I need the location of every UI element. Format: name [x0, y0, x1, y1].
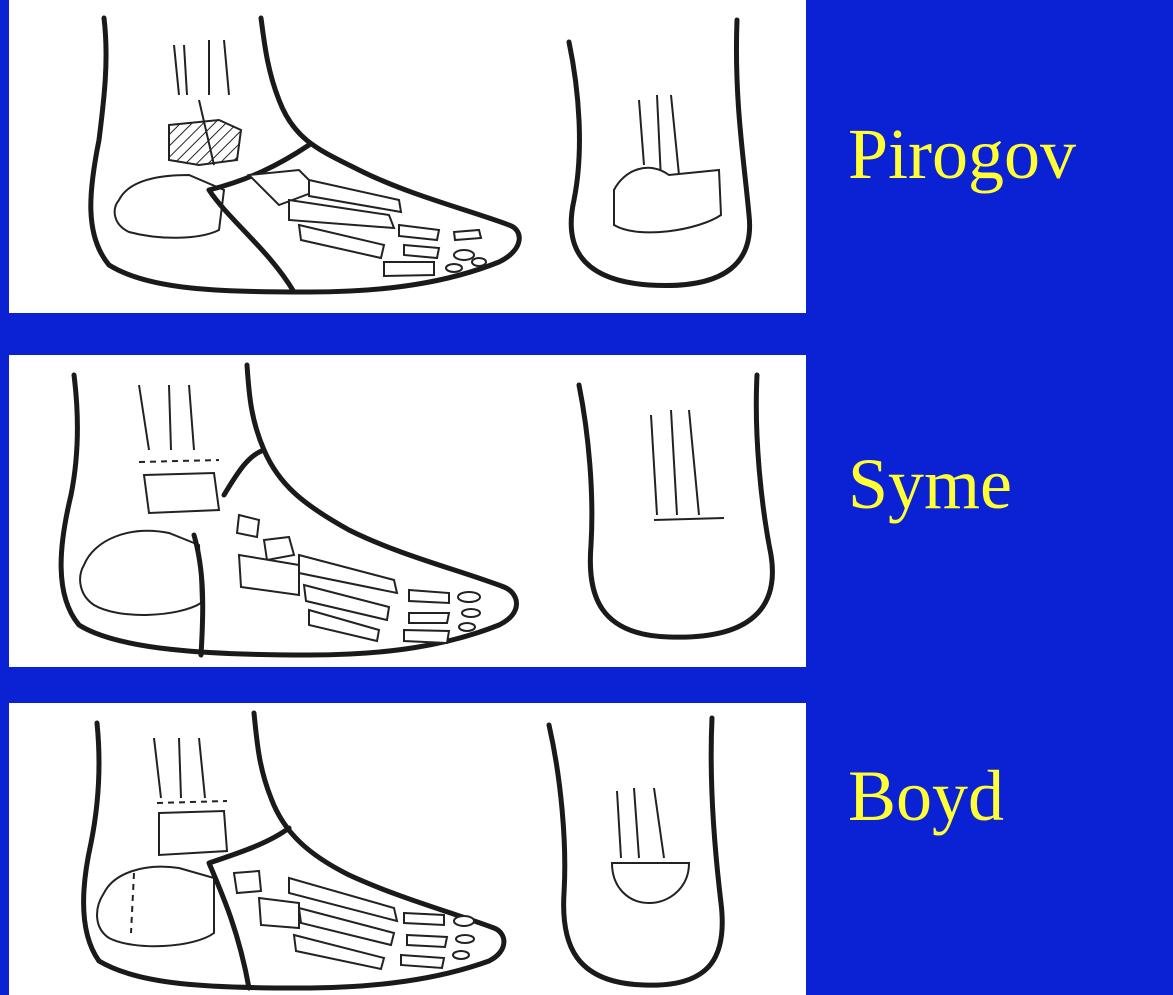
syme-diagram — [9, 355, 806, 667]
pirogov-diagram-panel — [9, 0, 806, 313]
syme-diagram-panel — [9, 355, 806, 667]
pirogov-side-view-foot — [91, 18, 519, 292]
syme-label: Syme — [848, 448, 1012, 520]
boyd-front-view-stump — [549, 718, 722, 985]
boyd-diagram — [9, 703, 806, 995]
pirogov-label: Pirogov — [848, 118, 1076, 190]
pirogov-front-view-stump — [569, 20, 750, 286]
left-edge — [0, 0, 9, 995]
boyd-diagram-panel — [9, 703, 806, 995]
boyd-label: Boyd — [848, 760, 1004, 832]
syme-front-view-stump — [579, 375, 772, 637]
syme-side-view-foot — [61, 365, 516, 655]
boyd-side-view-foot — [84, 713, 504, 988]
pirogov-diagram — [9, 0, 806, 313]
